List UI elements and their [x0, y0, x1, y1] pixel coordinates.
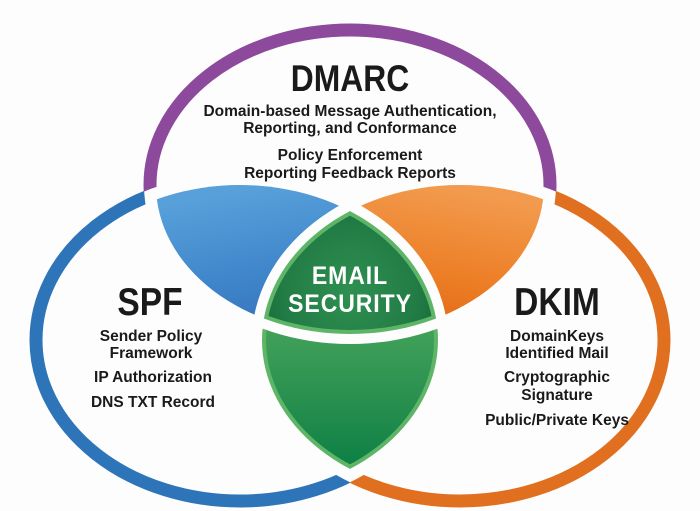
spf-full-name-line-1: Sender Policy: [99, 328, 203, 345]
center-label-line-1: EMAIL: [311, 262, 389, 290]
dkim-full-name-line-2: Identified Mail: [505, 345, 609, 362]
dkim-feature-cryptographic: Cryptographic: [504, 369, 610, 386]
dkim-ring: [249, 172, 671, 508]
center-label-line-2: SECURITY: [288, 290, 412, 318]
spf-ring: [29, 172, 451, 508]
dkim-title: DKIM: [514, 281, 600, 324]
dmarc-title: DMARC: [290, 58, 410, 99]
dkim-feature-signature: Signature: [521, 387, 593, 404]
spf-full-name-line-2: Framework: [109, 345, 193, 362]
dmarc-full-name-line-2: Reporting, and Conformance: [243, 120, 457, 137]
dmarc-feature-policy-enforcement: Policy Enforcement: [277, 147, 423, 164]
spf-feature-ip-authorization: IP Authorization: [94, 369, 212, 386]
dkim-feature-public-private-keys: Public/Private Keys: [485, 412, 629, 429]
dkim-full-name-line-1: DomainKeys: [510, 328, 604, 345]
dmarc-feature-reporting-feedback: Reporting Feedback Reports: [244, 165, 456, 182]
dmarc-full-name-line-1: Domain-based Message Authentication,: [203, 103, 497, 120]
spf-title: SPF: [117, 281, 183, 324]
spf-feature-dns-txt-record: DNS TXT Record: [90, 394, 216, 411]
